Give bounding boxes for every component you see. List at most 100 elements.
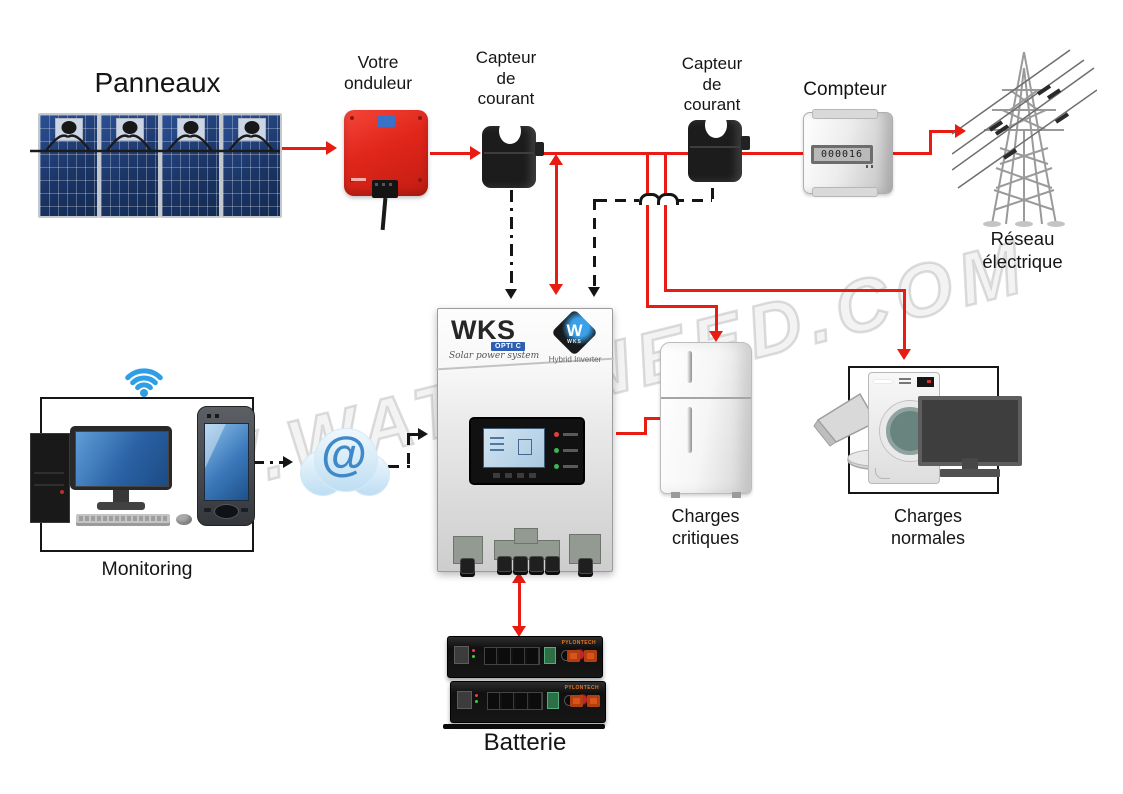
junction-box-lid [183,121,198,134]
wks-buttons [493,473,537,478]
led-status [554,448,559,453]
battery-module-1: PYLONTECH [447,636,603,678]
panels-label: Panneaux [94,67,221,98]
arrowhead-bus-to-wks [549,284,563,295]
clamp-hinge-line [690,146,740,148]
wire-branch-critical-drop [715,305,718,333]
battery-leds [475,694,478,697]
clamp-hinge-line [484,152,534,154]
cable-gland-nut [578,558,593,574]
screw [418,178,422,182]
arrowhead-inverter-to-sensor1 [470,146,481,160]
fridge-door-split [661,397,751,399]
battery-label: Batterie [483,729,567,756]
signal-sensor2-stub [711,188,714,202]
tower-power-led [60,490,64,494]
arrowhead-monitoring-cloud [283,456,293,468]
wire-bus-to-wks [555,163,558,285]
signal-cloud-to-wks-3 [407,433,420,436]
wire-wks-to-fridge-3 [644,417,663,420]
arrowhead-to-normal-loads [897,349,911,360]
led-label [563,449,578,452]
cable-gland-nut [497,556,512,572]
email-at-symbol: @ [321,427,367,480]
desktop-tower [30,433,70,523]
grid-pylon [952,49,1097,227]
clamp-slit [507,118,513,128]
wire-meter-to-grid-riser [929,130,932,155]
refrigerator [660,342,752,498]
mouse [176,514,192,525]
monitor-screen [75,431,169,487]
grid-label: Réseau électrique [982,228,1063,272]
wire-branch-critical-v [646,155,649,308]
battery-leds [472,649,475,652]
wifi-icon [125,368,163,397]
cable-gland-nut [545,556,560,572]
battery-base-plate [443,724,605,729]
wks-logo-letter: W [566,321,583,340]
led-grid [554,464,559,469]
energy-meter: 000016 [803,109,893,197]
clamp-tab [535,142,544,156]
tower-drive-bays [34,472,64,474]
fridge-handle-bottom [687,407,692,453]
wks-tagline: Solar power system [449,351,540,361]
arrowhead-wks-to-battery [512,626,526,637]
arrowhead-cloud-wks [418,428,428,440]
meter-display-value: 000016 [814,148,870,161]
cable-gland-nut [460,558,475,574]
fridge-foot [671,492,680,498]
solar-panel-1 [38,113,99,218]
clamp-opening [499,118,521,144]
phone-key [204,508,211,512]
wks-gland-center-top [514,528,538,544]
tv-neck [962,458,978,469]
wire-branch-critical-h [646,305,718,308]
arrowhead-battery-to-wks [512,572,526,583]
phone-home-button [214,504,239,519]
current-sensor-1-label: Capteur de courant [475,48,537,109]
wks-logo-sub: WKS [567,339,582,345]
meter-display-dots [866,165,876,168]
washer-base-line [875,468,890,479]
battery-vent [454,646,469,664]
smartphone [197,406,255,526]
battery-terminal-plus [567,650,580,662]
fridge-handle-top [687,351,692,383]
signal-cloud-to-wks-1 [388,465,410,468]
signal-sensor2-drop [593,199,596,289]
current-sensor-2 [686,112,750,186]
arrowhead-sensor2-signal [588,287,600,297]
lcd-graphics [490,437,504,439]
battery-ports [484,647,540,665]
led-label [563,465,578,468]
clamp-slit [713,112,719,122]
inverter-sticker [351,178,366,181]
signal-sensor2-h2 [673,199,712,202]
screw [350,116,354,120]
inverter-brand-plate [377,116,395,127]
lcd-battery-glyph [518,439,532,455]
arrowhead-sensor1-signal [505,289,517,299]
solar-panel-2 [99,113,160,218]
wire-meter-to-grid [929,130,957,133]
wire-inverter-to-sensor1 [430,152,472,155]
wks-logo-text: WKS [451,315,516,345]
junction-box-lid [122,121,137,134]
normal-loads-label: Charges normales [890,506,966,548]
keyboard-keys [79,516,167,521]
wks-lcd-screen [483,428,545,468]
clamp-opening [705,112,727,138]
washer-display-led [927,380,931,383]
cable-gland-nut [529,556,544,572]
battery-terminal-minus [587,695,600,707]
wire-branch-normal-v [664,155,667,292]
washer-badge [874,380,892,383]
television [918,396,1022,477]
battery-terminal-plus [570,695,583,707]
battery-brand-text: PYLONTECH [564,685,599,691]
monitoring-label: Monitoring [101,558,193,580]
led-label [563,433,578,436]
signal-sensor2-h1 [596,199,639,202]
